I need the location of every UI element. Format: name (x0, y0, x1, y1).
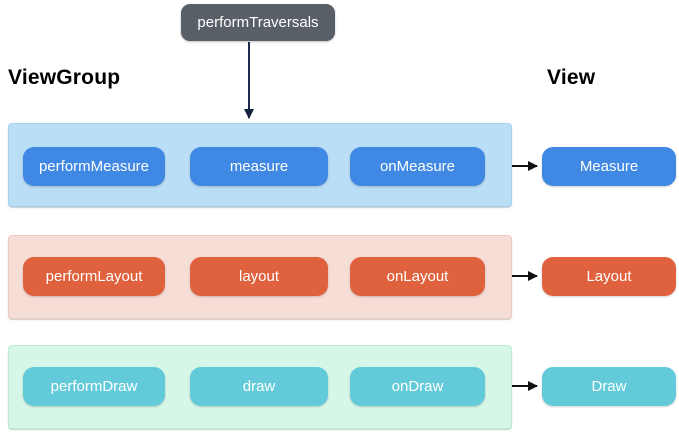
node-on-measure: onMeasure (350, 147, 485, 186)
node-on-draw: onDraw (350, 367, 485, 406)
node-measure: measure (190, 147, 328, 186)
heading-view: View (547, 66, 596, 89)
node-layout: layout (190, 257, 328, 296)
node-view-measure: Measure (542, 147, 676, 186)
node-perform-draw: performDraw (23, 367, 165, 406)
node-perform-layout: performLayout (23, 257, 165, 296)
node-perform-measure: performMeasure (23, 147, 165, 186)
node-on-layout: onLayout (350, 257, 485, 296)
node-view-layout: Layout (542, 257, 676, 296)
node-view-draw: Draw (542, 367, 676, 406)
node-perform-traversals: performTraversals (181, 4, 335, 41)
node-draw: draw (190, 367, 328, 406)
heading-viewgroup: ViewGroup (8, 66, 121, 89)
